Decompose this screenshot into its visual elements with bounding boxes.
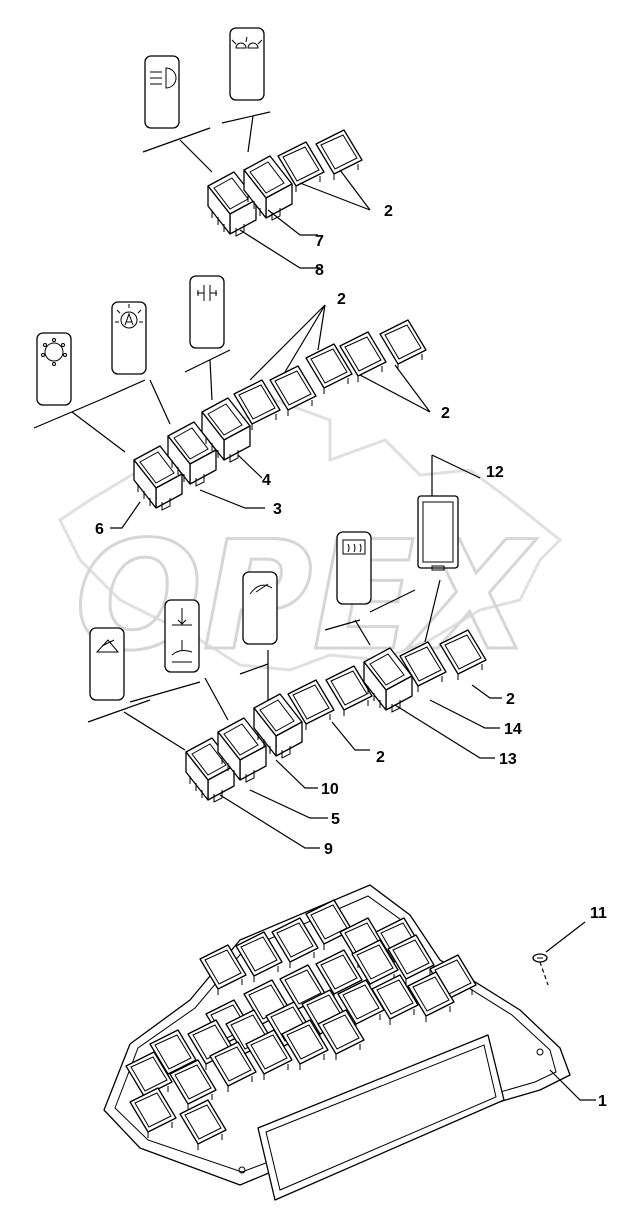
callout-2: 2 <box>337 291 346 308</box>
callout-8: 8 <box>315 262 324 279</box>
implement-raise-icon <box>171 608 193 663</box>
callout-4: 4 <box>262 472 271 489</box>
callout-2: 2 <box>506 691 515 708</box>
callout-9: 9 <box>324 841 333 858</box>
front-wiper-card <box>242 571 278 645</box>
road-lights-card <box>229 27 265 101</box>
difflock-card <box>189 275 225 349</box>
mirror-heat-icon <box>342 539 366 555</box>
differential-lock-icon <box>197 285 217 301</box>
beacon-card <box>36 332 72 406</box>
callout-3: 3 <box>273 501 282 518</box>
callout-5: 5 <box>331 811 340 828</box>
blank-cap-12 <box>417 495 459 571</box>
callout-6: 6 <box>95 521 104 538</box>
work-light-icon <box>150 67 177 89</box>
auto-card <box>111 301 147 375</box>
watermark: OPEX <box>58 398 563 686</box>
switch-group-top <box>142 27 371 269</box>
callout-1: 1 <box>598 1093 607 1110</box>
mirror-card <box>336 531 372 605</box>
switch-group-middle <box>33 275 431 529</box>
callout-10: 10 <box>321 781 339 798</box>
callout-labels: 2 7 8 2 2 4 3 6 12 2 14 2 13 10 5 9 11 1 <box>95 203 607 1110</box>
callout-2: 2 <box>441 405 450 422</box>
callout-14: 14 <box>504 721 522 738</box>
rotating-beacon-icon-card <box>144 55 180 129</box>
front-wiper-icon <box>249 583 273 595</box>
callout-12: 12 <box>486 464 504 481</box>
callout-2: 2 <box>384 203 393 220</box>
callout-7: 7 <box>315 233 324 250</box>
screw-11 <box>532 921 586 986</box>
switch-group-bottom <box>87 454 502 849</box>
callout-11: 11 <box>590 905 607 922</box>
callout-2: 2 <box>376 749 385 766</box>
switch-panel-housing <box>103 884 596 1201</box>
road-lights-icon <box>231 36 263 49</box>
rear-wiper-card <box>89 627 125 701</box>
implement-card <box>164 599 200 673</box>
callout-13: 13 <box>499 751 517 768</box>
rotating-beacon-icon <box>41 338 67 366</box>
auto-mode-icon <box>115 304 143 329</box>
rear-wiper-icon <box>95 639 120 653</box>
